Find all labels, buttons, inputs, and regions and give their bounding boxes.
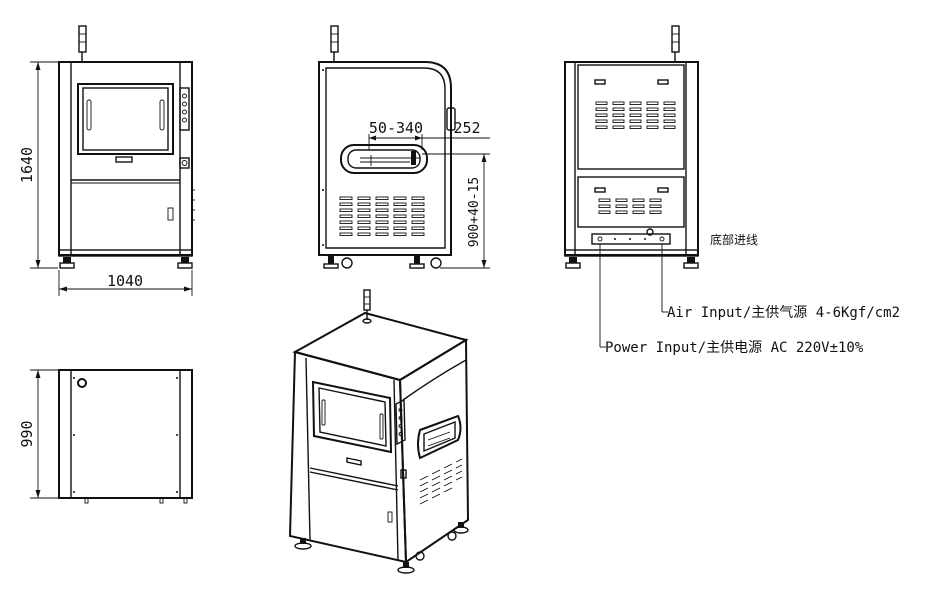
rear-upper-vent: [595, 101, 676, 129]
side-view: [318, 25, 456, 269]
front-view: [58, 25, 195, 269]
dimension-width: 1040: [58, 270, 193, 296]
top-view: [58, 369, 193, 504]
depth-label: 990: [18, 420, 36, 447]
dimension-height: 1640: [18, 61, 58, 269]
rear-lower-vent: [598, 198, 662, 214]
dimension-window: 50-340 252: [368, 119, 490, 150]
dimension-pass-height: 900+40-15: [422, 153, 490, 269]
window-range-label: 50-340: [369, 119, 423, 137]
power-input-note: Power Input/主供电源 AC 220V±10%: [605, 340, 864, 356]
height-label: 1640: [18, 147, 36, 183]
isometric-view: [288, 289, 470, 574]
bottom-wiring-note: 底部进线: [710, 232, 758, 247]
iso-side-vent: [419, 458, 463, 505]
dimension-depth: 990: [18, 369, 58, 499]
air-input-note: Air Input/主供气源 4-6Kgf/cm2: [667, 305, 900, 321]
width-label: 1040: [107, 272, 143, 290]
callout-lines: [599, 244, 668, 348]
pass-height-label: 900+40-15: [467, 177, 482, 247]
rear-view: [564, 25, 699, 269]
window-offset-label: 252: [453, 119, 480, 137]
side-vent: [339, 196, 425, 236]
